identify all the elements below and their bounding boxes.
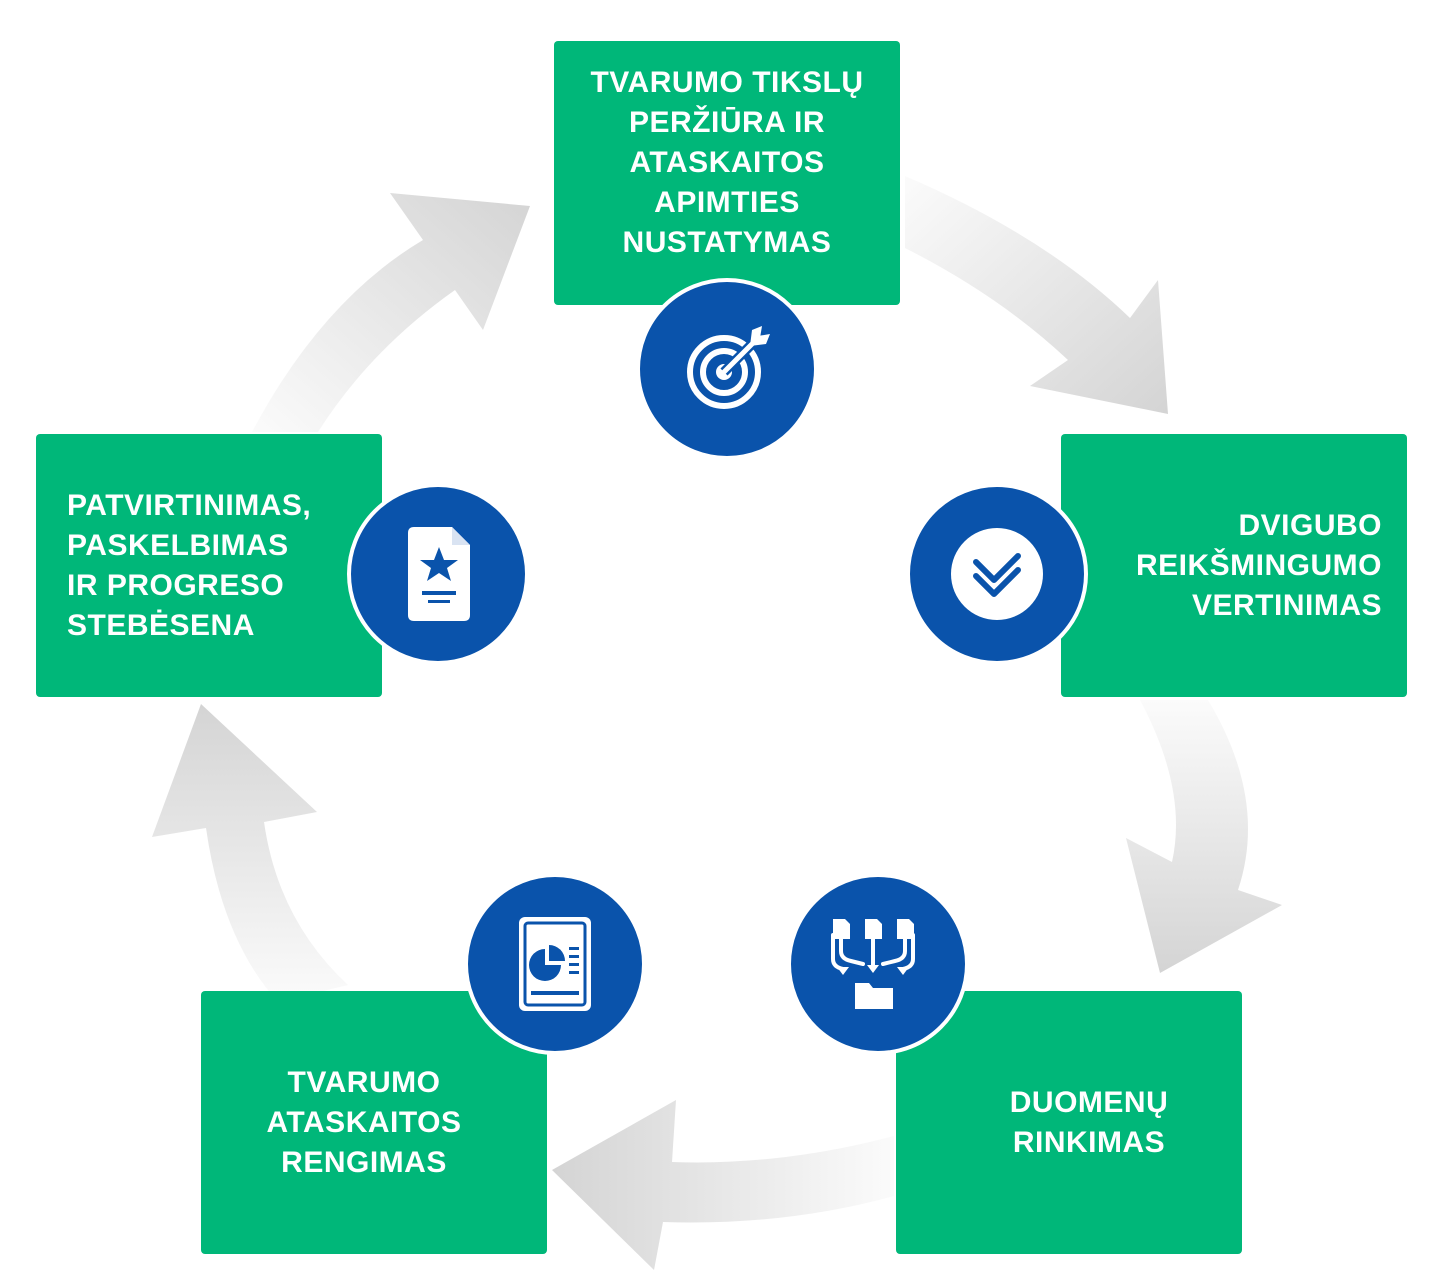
report-chart-document-icon xyxy=(519,917,591,1011)
step-5-line-1: PATVIRTINIMAS, xyxy=(67,488,312,522)
step-2-line-3: VERTINIMAS xyxy=(1191,588,1382,622)
step-1-line-4: APIMTIES xyxy=(654,186,800,219)
step-box-double-materiality: DVIGUBO REIKŠMINGUMO VERTINIMAS xyxy=(1061,434,1407,697)
step-2-line-2: REIKŠMINGUMO xyxy=(1136,548,1382,582)
step-1-line-2: PERŽIŪRA IR xyxy=(628,106,826,139)
step-5-line-3: IR PROGRESO xyxy=(67,568,285,602)
arrow-bottomright-to-bottomleft xyxy=(552,1100,894,1270)
step-box-report-preparation: TVARUMO ATASKAITOS RENGIMAS xyxy=(201,991,547,1254)
step-1-line-5: NUSTATYMAS xyxy=(622,226,832,259)
arrow-left-to-top xyxy=(252,193,530,432)
step-box-approval-publication: PATVIRTINIMAS, PASKELBIMAS IR PROGRESO S… xyxy=(36,434,382,697)
step-3-line-1: DUOMENŲ xyxy=(1009,1085,1169,1119)
arrow-bottomleft-to-left xyxy=(152,704,348,1002)
double-check-icon-circle xyxy=(906,483,1088,665)
step-5-line-2: PASKELBIMAS xyxy=(67,528,289,562)
report-chart-document-icon-circle xyxy=(464,873,646,1055)
target-icon-circle xyxy=(636,278,818,460)
star-document-icon xyxy=(408,527,470,621)
target-icon xyxy=(687,326,770,409)
step-4-line-1: TVARUMO xyxy=(287,1065,441,1099)
step-box-data-collection: DUOMENŲ RINKIMAS xyxy=(896,991,1242,1254)
step-4-line-2: ATASKAITOS xyxy=(266,1105,462,1139)
double-check-icon xyxy=(951,528,1043,620)
data-merge-folder-icon-circle xyxy=(787,873,969,1055)
step-2-line-1: DVIGUBO xyxy=(1238,508,1382,542)
step-5-line-4: STEBĖSENA xyxy=(67,608,255,642)
data-merge-folder-icon xyxy=(831,919,915,1009)
step-4-line-3: RENGIMAS xyxy=(281,1145,447,1179)
arrow-right-to-bottomright xyxy=(1126,700,1282,973)
arrow-top-to-right xyxy=(905,176,1168,414)
step-1-line-3: ATASKAITOS xyxy=(629,146,825,179)
step-box-goals-review: TVARUMO TIKSLŲ PERŽIŪRA IR ATASKAITOS AP… xyxy=(554,41,900,305)
step-1-line-1: TVARUMO TIKSLŲ xyxy=(590,66,864,99)
star-document-icon-circle xyxy=(347,483,529,665)
step-3-line-2: RINKIMAS xyxy=(1012,1125,1166,1159)
